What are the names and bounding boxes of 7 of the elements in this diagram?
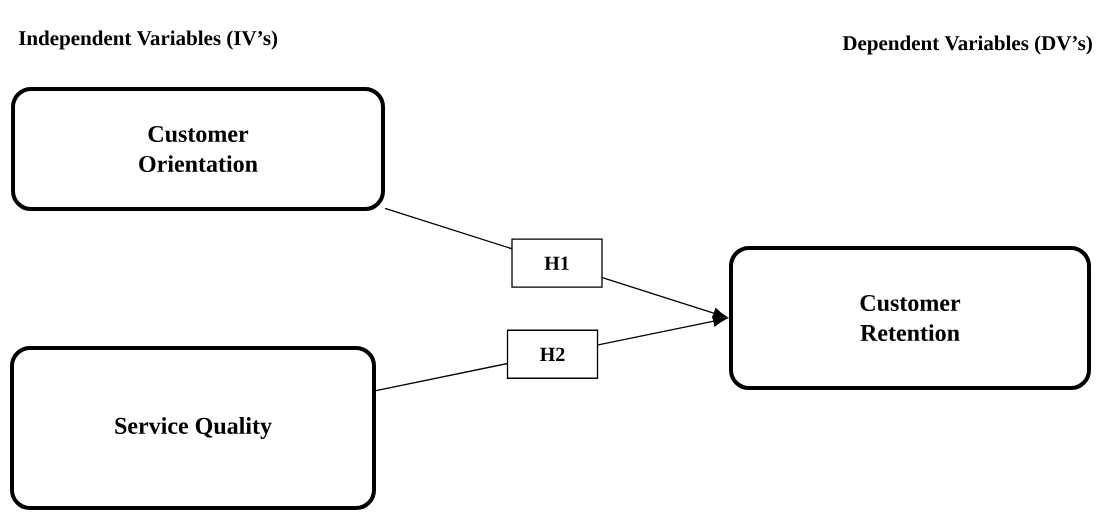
- variable-box: Customer Orientation: [11, 87, 385, 211]
- column-heading: Dependent Variables (DV’s): [842, 35, 1092, 55]
- variable-box: Customer Retention: [729, 246, 1091, 390]
- hypothesis-box: H2: [506, 329, 599, 379]
- column-heading: Independent Variables (IV’s): [18, 30, 278, 50]
- hypothesis-box: H1: [511, 238, 603, 288]
- variable-box: Service Quality: [10, 346, 376, 510]
